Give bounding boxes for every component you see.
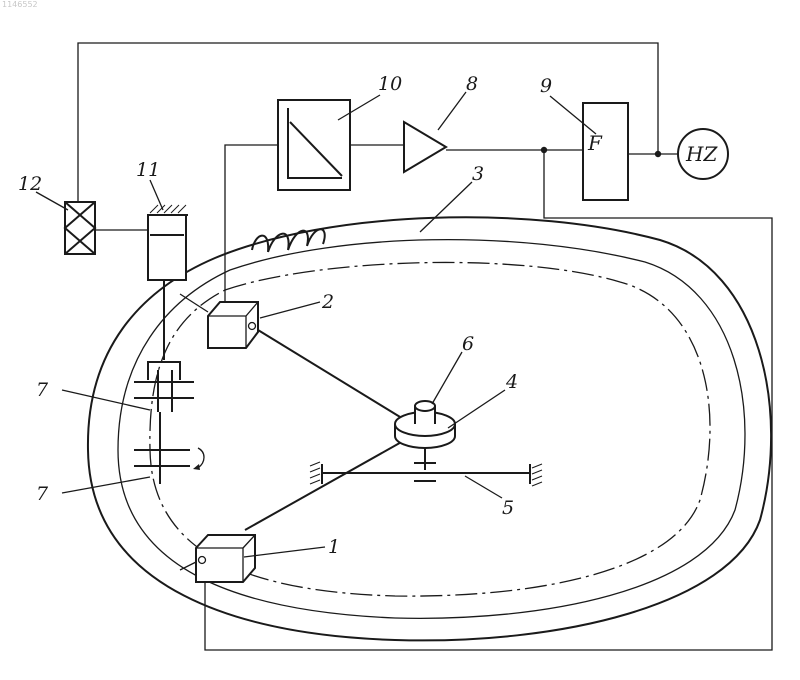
label-7-top: 7 bbox=[36, 379, 49, 401]
leader-7-bottom bbox=[62, 477, 150, 493]
beam-right-hatch bbox=[532, 464, 542, 486]
freq-block-symbol: F bbox=[587, 131, 603, 155]
leader-6 bbox=[432, 352, 462, 404]
label-3: 3 bbox=[472, 163, 484, 185]
leader-4 bbox=[448, 390, 505, 428]
leader-11 bbox=[150, 180, 163, 210]
actuator-12 bbox=[65, 202, 95, 254]
label-2: 2 bbox=[321, 291, 334, 313]
label-6: 6 bbox=[462, 333, 474, 355]
arm-hub-sensor2 bbox=[258, 330, 405, 420]
beam-left-hatch bbox=[310, 462, 320, 484]
junction-dot-2 bbox=[655, 151, 661, 157]
label-4: 4 bbox=[505, 371, 518, 393]
scan-id-text: 1146552 bbox=[2, 0, 38, 9]
leader-8 bbox=[438, 92, 466, 130]
label-5: 5 bbox=[502, 497, 514, 519]
label-9: 9 bbox=[540, 75, 552, 97]
amplifier-8 bbox=[404, 122, 446, 172]
feedback-wire-top bbox=[78, 43, 658, 202]
label-7-bottom: 7 bbox=[36, 483, 49, 505]
shaft-6-top bbox=[415, 401, 435, 411]
cylinder-mount-hatch bbox=[150, 205, 186, 213]
leader-5 bbox=[465, 476, 502, 498]
label-8: 8 bbox=[466, 73, 478, 95]
wire-return-right bbox=[205, 150, 772, 650]
leader-2 bbox=[260, 302, 320, 318]
label-1: 1 bbox=[328, 536, 340, 558]
rotation-arrow-head bbox=[193, 464, 200, 470]
label-10: 10 bbox=[378, 73, 402, 95]
cylinder-11 bbox=[148, 215, 186, 280]
gear-7-upper-bracket bbox=[148, 362, 180, 380]
leader-3 bbox=[420, 182, 472, 232]
label-12: 12 bbox=[18, 173, 42, 195]
leader-1 bbox=[244, 547, 325, 557]
sensor-2 bbox=[208, 302, 258, 348]
rim-teeth bbox=[252, 229, 325, 252]
arm-hub-sensor1 bbox=[245, 440, 405, 530]
leader-7-top bbox=[62, 390, 150, 410]
hz-display-text: HZ bbox=[685, 142, 718, 166]
label-11: 11 bbox=[136, 159, 160, 181]
